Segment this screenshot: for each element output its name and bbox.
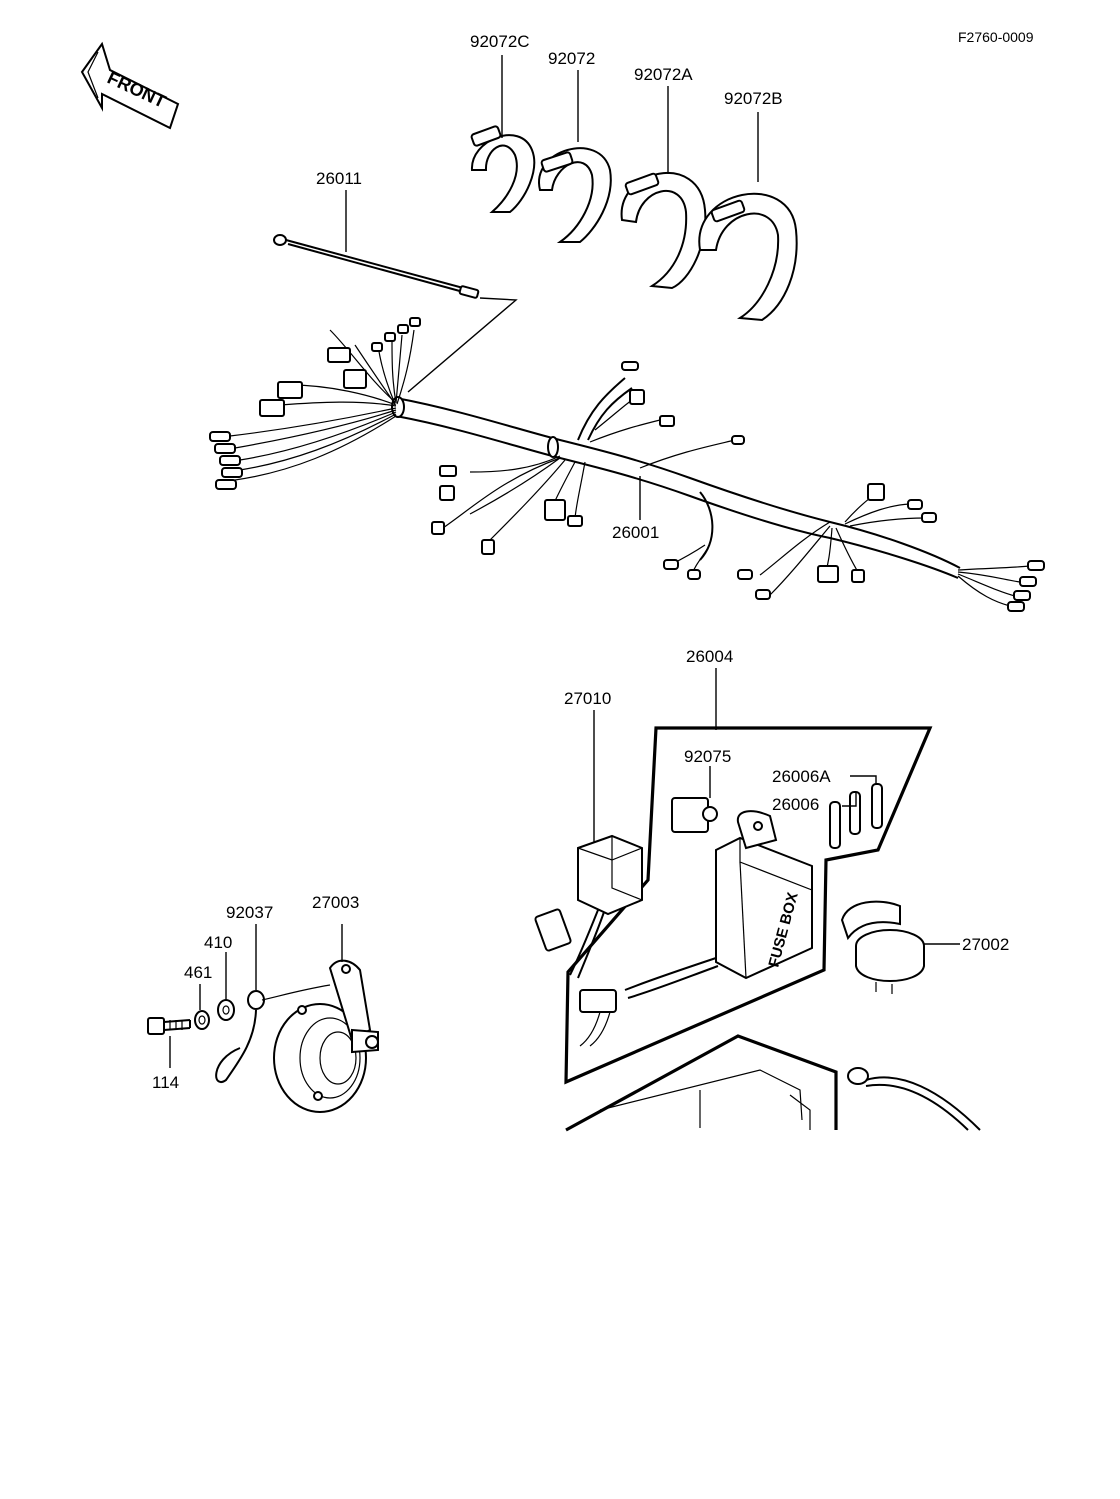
bolt-114 <box>147 1017 191 1035</box>
main-harness-26001 <box>209 317 1045 612</box>
ground-lead-26011 <box>273 234 480 299</box>
figure-code: F2760-0009 <box>958 29 1034 45</box>
label-410: 410 <box>204 933 232 952</box>
label-114: 114 <box>152 1073 179 1092</box>
label-92072B: 92072B <box>724 89 783 108</box>
clamp-92072 <box>538 147 612 243</box>
washer-410 <box>217 999 235 1021</box>
label-26006: 26006 <box>772 795 819 814</box>
relay-27010 <box>534 834 643 979</box>
label-26001: 26001 <box>612 523 659 542</box>
clamp-92072A <box>620 172 707 290</box>
label-92072A: 92072A <box>634 65 693 84</box>
label-26011: 26011 <box>316 169 362 188</box>
ignition-switch-27002 <box>840 900 925 994</box>
label-92075: 92075 <box>684 747 731 766</box>
front-label: FRONT <box>104 67 169 111</box>
horn-27003 <box>273 959 379 1113</box>
label-461: 461 <box>184 963 212 982</box>
label-27003: 27003 <box>312 893 359 912</box>
label-92037: 92037 <box>226 903 273 922</box>
fuse-box-assembly-26004: FUSE BOX <box>564 726 981 1132</box>
label-92072: 92072 <box>548 49 595 68</box>
front-arrow-icon: FRONT <box>80 41 180 130</box>
clamp-92072C <box>470 125 536 213</box>
ground-wire-92037 <box>215 984 331 1083</box>
label-92072C: 92072C <box>470 32 530 51</box>
washer-461 <box>194 1010 210 1030</box>
label-26004: 26004 <box>686 647 733 666</box>
clamp-92072B <box>698 192 798 322</box>
label-27010: 27010 <box>564 689 611 708</box>
label-27002: 27002 <box>962 935 1009 954</box>
label-26006A: 26006A <box>772 767 831 786</box>
